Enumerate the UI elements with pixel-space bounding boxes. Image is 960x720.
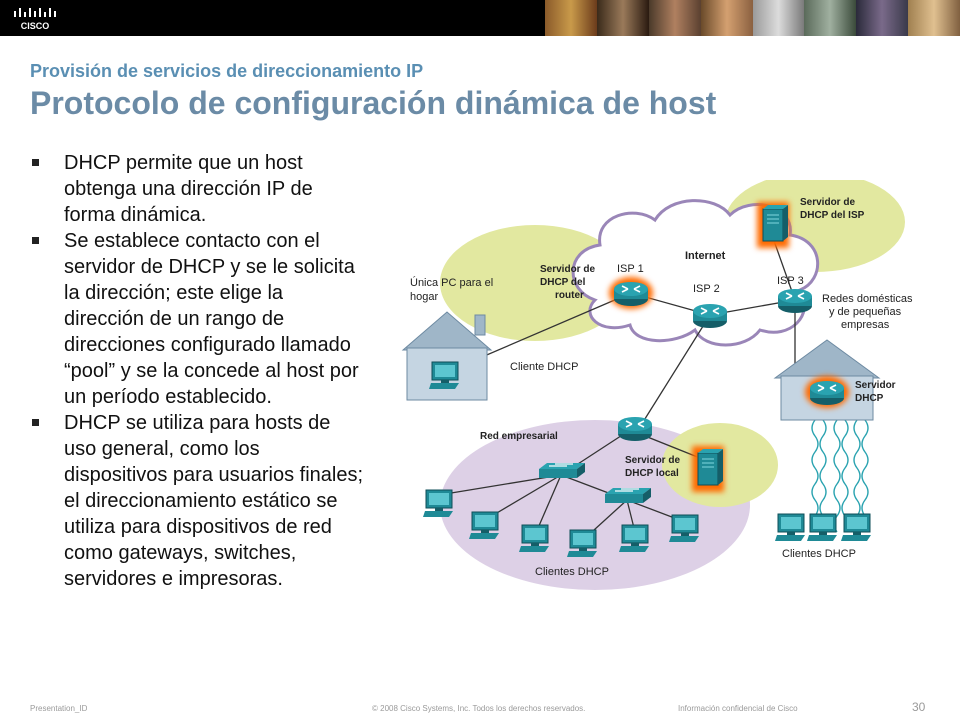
- router-server-label: Servidor de: [540, 264, 595, 275]
- bullet-item: DHCP permite que un host obtenga una dir…: [30, 150, 365, 228]
- home-dhcp-router-icon: [809, 380, 845, 406]
- enterprise-switch-icon: [538, 462, 586, 479]
- isp1-router-icon: [613, 281, 649, 307]
- router-server-label: DHCP del: [540, 277, 586, 288]
- home-house-icon: [401, 311, 493, 401]
- logo-text: CISCO: [21, 21, 50, 31]
- isp-server-label: Servidor de: [800, 197, 855, 208]
- footer-copyright: © 2008 Cisco Systems, Inc. Todos los der…: [372, 704, 586, 713]
- client-pc-icon: [468, 511, 500, 540]
- bullet-square-icon: [32, 159, 39, 166]
- bullet-square-icon: [32, 237, 39, 244]
- client-pc-icon: [566, 529, 598, 558]
- client-pc-icon: [422, 489, 454, 518]
- isp3-router-icon: [777, 288, 813, 314]
- home-networks-label: Redes domésticas: [822, 293, 913, 305]
- isp3-label: ISP 3: [777, 275, 804, 287]
- dhcp-client-label: Cliente DHCP: [510, 361, 578, 373]
- wireless-client-pc-icon: [774, 513, 806, 542]
- home-networks-label: y de pequeñas: [829, 306, 902, 318]
- bullet-list: DHCP permite que un host obtenga una dir…: [30, 150, 365, 592]
- local-dhcp-server-icon: [697, 448, 724, 486]
- home-pc-icon: [428, 361, 460, 390]
- single-pc-label: Única PC para el: [410, 276, 493, 289]
- footer-left: Presentation_ID: [30, 704, 88, 713]
- client-pc-icon: [668, 514, 700, 543]
- local-server-label: Servidor de: [625, 455, 680, 466]
- home-server-label: DHCP: [855, 393, 884, 404]
- clients-right-label: Clientes DHCP: [782, 548, 856, 560]
- page-number: 30: [912, 700, 926, 714]
- single-pc-label: hogar: [410, 291, 438, 303]
- cisco-logo: CISCO: [14, 8, 56, 31]
- client-pc-icon: [618, 524, 650, 553]
- isp2-label: ISP 2: [693, 283, 720, 295]
- bullet-square-icon: [32, 419, 39, 426]
- isp1-label: ISP 1: [617, 263, 644, 275]
- enterprise-router-icon: [617, 416, 653, 442]
- internet-cloud: [571, 199, 820, 347]
- footer-confidential: Información confidencial de Cisco: [678, 704, 798, 713]
- bullet-item: Se establece contacto con el servidor de…: [30, 228, 365, 410]
- internet-label: Internet: [685, 250, 726, 262]
- home-server-label: Servidor: [855, 380, 896, 391]
- enterprise-label: Red empresarial: [480, 431, 558, 442]
- top-banner: CISCO: [0, 0, 960, 36]
- isp2-router-icon: [692, 303, 728, 329]
- slide-subtitle: Provisión de servicios de direccionamien…: [30, 61, 424, 81]
- dhcp-network-diagram: Internet ISP 1 ISP 2 ISP 3 Servidor de D…: [401, 180, 913, 590]
- wireless-client-pc-icon: [806, 513, 838, 542]
- clients-left-label: Clientes DHCP: [535, 566, 609, 578]
- isp-server-label: DHCP del ISP: [800, 210, 865, 221]
- local-server-label: DHCP local: [625, 468, 679, 479]
- isp-dhcp-server-icon: [762, 204, 789, 242]
- slide-title: Protocolo de configuración dinámica de h…: [30, 85, 717, 121]
- router-server-label: router: [555, 290, 584, 301]
- wireless-client-pc-icon: [840, 513, 872, 542]
- home-networks-label: empresas: [841, 319, 890, 331]
- enterprise-switch-icon: [604, 487, 652, 504]
- client-pc-icon: [518, 524, 550, 553]
- photo-strip: [545, 0, 960, 36]
- bullet-item: DHCP se utiliza para hosts de uso genera…: [30, 410, 365, 592]
